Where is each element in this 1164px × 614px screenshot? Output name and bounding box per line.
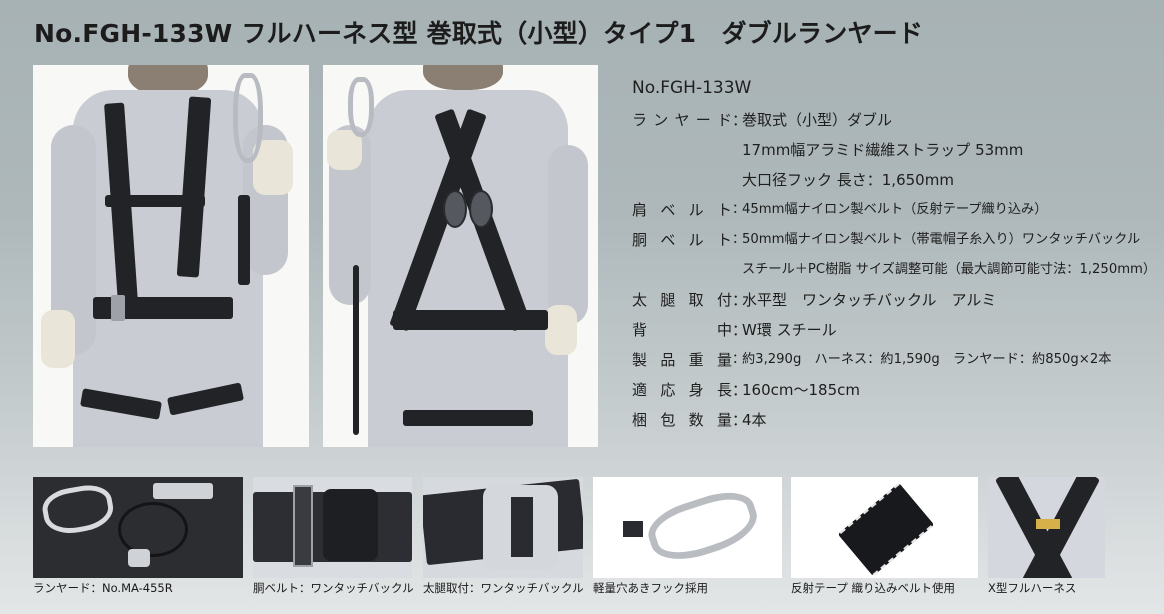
hook-icon [39,481,117,538]
spec-continuation: 17mm幅アラミド繊維ストラップ 53mm [742,141,1024,159]
spec-value: 4本 [742,411,767,429]
buckle-icon [323,489,378,561]
harness-back-photo [323,65,598,447]
page-title: No.FGH-133W フルハーネス型 巻取式（小型）タイプ1 ダブルランヤード [34,19,924,48]
spec-row-lanyard: ランヤード ： 巻取式（小型）ダブル [632,105,1152,135]
thumb-caption: ランヤード：No.MA-455R [33,581,173,595]
thumb-caption: X型フルハーネス [988,581,1077,595]
spec-value: 50mm幅ナイロン製ベルト（帯電帽子糸入り）ワンタッチバックル [742,232,1141,247]
spec-label: 梱包数量 [632,411,732,429]
spec-colon: ： [732,352,746,367]
spec-colon: ： [732,111,748,129]
thumb-lanyard [33,477,243,578]
chest-strap [105,195,205,207]
reel-left [443,190,467,228]
belt-buckle [111,295,125,321]
spec-label: 製品重量 [632,351,732,369]
thumb-hook [593,477,782,578]
spec-label: 適応身長 [632,381,732,399]
lanyard-cord [118,502,188,557]
reflective-belt-icon [837,482,935,577]
harness-front-photo [33,65,309,447]
spec-label: 肩ベルト [632,201,732,219]
spec-colon: ： [732,381,748,399]
spec-label: 胴ベルト [632,231,732,249]
spec-colon: ： [732,202,746,217]
x-harness-badge [1036,519,1060,529]
leg-strap [403,410,533,426]
buckle-slot [511,497,533,557]
swivel [623,521,643,537]
spec-continuation: スチール＋PC樹脂 サイズ調整可能（最大調節可能寸法：1,250mm） [742,262,1157,277]
spec-value: W環 スチール [742,321,837,339]
spec-row-waist-belt: 胴ベルト ： 50mm幅ナイロン製ベルト（帯電帽子糸入り）ワンタッチバックル [632,225,1152,255]
spec-value: 水平型 ワンタッチバックル アルミ [742,291,997,309]
spec-colon: ： [732,232,746,247]
head-shape [423,65,503,90]
thumb-x-harness [988,477,1105,578]
hook-icon [348,77,374,137]
spec-panel: No.FGH-133W ランヤード ： 巻取式（小型）ダブル 17mm幅アラミド… [632,73,1157,435]
spec-row-package: 梱包数量 ： 4本 [632,405,1152,435]
glove-right [545,305,577,355]
spec-colon: ： [732,291,748,309]
spec-continuation: 大口径フック 長さ：1,650mm [742,171,954,189]
lanyard-strap [353,265,359,435]
spec-label: ランヤード [632,111,732,129]
spec-value: 約3,290g ハーネス：約1,590g ランヤード：約850g×2本 [742,352,1112,367]
worker-arm-right [548,145,588,325]
adjuster [293,485,313,567]
small-hook [128,549,150,567]
absorber-pack [153,483,213,499]
thumb-caption: 太腿取付：ワンタッチバックル [423,581,584,595]
glove-left [41,310,75,368]
hook-icon [642,483,764,570]
reel-right [469,190,493,228]
spec-label: 背中 [632,321,732,339]
hook-icon [233,73,263,163]
spec-row-back: 背中 ： W環 スチール [632,315,1152,345]
spec-colon: ： [732,411,748,429]
spec-value: 160cm〜185cm [742,381,860,399]
thumb-caption: 軽量穴あきフック採用 [593,581,708,595]
lanyard-reel [238,195,250,285]
thumb-waist-buckle [253,477,412,578]
spec-value: 45mm幅ナイロン製ベルト（反射テープ織り込み） [742,202,1048,217]
spec-value: 巻取式（小型）ダブル [742,111,893,129]
waist-belt [393,310,548,330]
spec-label: 太腿取付 [632,291,732,309]
thumb-caption: 反射テープ 織り込みベルト使用 [791,581,955,595]
spec-row-thigh: 太腿取付 ： 水平型 ワンタッチバックル アルミ [632,285,1152,315]
thumb-caption: 胴ベルト：ワンタッチバックル [253,581,414,595]
spec-row-height: 適応身長 ： 160cm〜185cm [632,375,1152,405]
glove-left [327,130,362,170]
thumb-thigh-buckle [423,477,583,578]
spec-row-weight: 製品重量 ： 約3,290g ハーネス：約1,590g ランヤード：約850g×… [632,345,1152,375]
waist-belt [93,297,233,319]
spec-row-shoulder-belt: 肩ベルト ： 45mm幅ナイロン製ベルト（反射テープ織り込み） [632,195,1152,225]
thumb-reflective-belt [791,477,978,578]
spec-colon: ： [732,321,748,339]
model-number: No.FGH-133W [632,78,752,98]
